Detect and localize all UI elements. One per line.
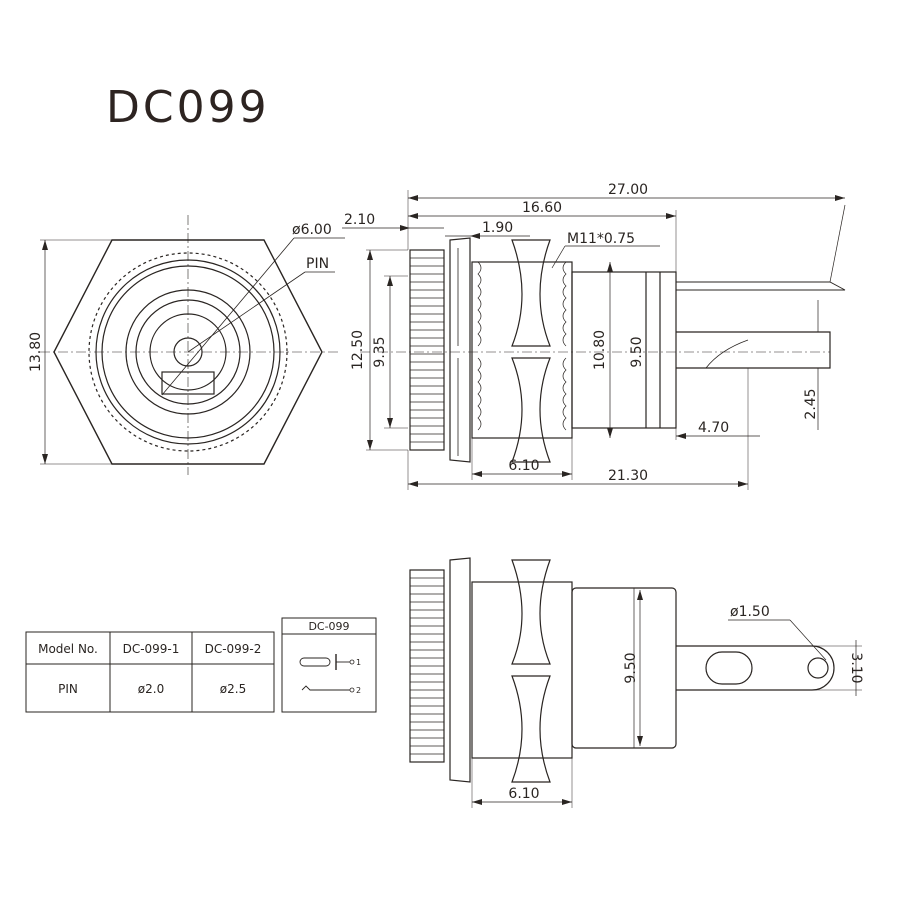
schematic-title: DC-099 bbox=[308, 620, 349, 633]
thread-spec: M11*0.75 bbox=[567, 231, 635, 247]
pin-hole bbox=[149, 313, 227, 391]
terminal-offset: 2.45 bbox=[803, 388, 819, 419]
body bbox=[571, 271, 677, 429]
table-header-model: Model No. bbox=[38, 642, 98, 656]
hole-diameter-label: ø6.00 bbox=[292, 222, 332, 238]
bottom-view bbox=[409, 557, 862, 808]
bottom-nut-width: 6.10 bbox=[508, 786, 539, 802]
knurl-height: 9.35 bbox=[372, 336, 388, 367]
bottom-body-height: 9.50 bbox=[623, 652, 639, 683]
thread-height: 10.80 bbox=[592, 330, 608, 370]
terminal-length: 4.70 bbox=[698, 420, 729, 436]
hex-nut-outline bbox=[53, 239, 323, 465]
table-header-model-2: DC-099-2 bbox=[205, 642, 262, 656]
overall-length: 27.00 bbox=[608, 182, 648, 198]
flange-thickness: 2.10 bbox=[344, 212, 375, 228]
table-row-label: PIN bbox=[58, 682, 78, 696]
body-length: 16.60 bbox=[522, 200, 562, 216]
spring-contact bbox=[161, 371, 215, 395]
knurl-teeth bbox=[410, 257, 444, 443]
nut-side bbox=[511, 239, 551, 463]
nut-width: 6.10 bbox=[508, 458, 539, 474]
knurled-flange bbox=[409, 249, 445, 451]
body-height: 9.50 bbox=[629, 336, 645, 367]
table-header-model-1: DC-099-1 bbox=[123, 642, 180, 656]
table-cell-model-1: ø2.0 bbox=[138, 682, 164, 696]
width-dimension: 13.80 bbox=[28, 332, 44, 372]
side-view bbox=[342, 190, 846, 490]
schematic-pin-1: 1 bbox=[356, 658, 361, 667]
lug-hole-diameter: ø1.50 bbox=[730, 604, 770, 620]
pin-label: PIN bbox=[306, 256, 329, 272]
knurl-ring bbox=[88, 252, 288, 452]
terminal-lug bbox=[676, 645, 835, 691]
schematic-box bbox=[281, 617, 377, 713]
flange-height: 12.50 bbox=[350, 330, 366, 370]
length-to-terminal: 21.30 bbox=[608, 468, 648, 484]
drawing-title: DC099 bbox=[106, 82, 270, 133]
front-view bbox=[40, 215, 345, 475]
terminal bbox=[676, 331, 831, 369]
lug-hole bbox=[807, 657, 829, 679]
nut-offset: 1.90 bbox=[482, 220, 513, 236]
model-table bbox=[25, 631, 275, 713]
terminal-width: 3.10 bbox=[848, 652, 864, 683]
table-cell-model-2: ø2.5 bbox=[220, 682, 246, 696]
schematic-pin-2: 2 bbox=[356, 686, 361, 695]
center-pin bbox=[173, 337, 203, 367]
